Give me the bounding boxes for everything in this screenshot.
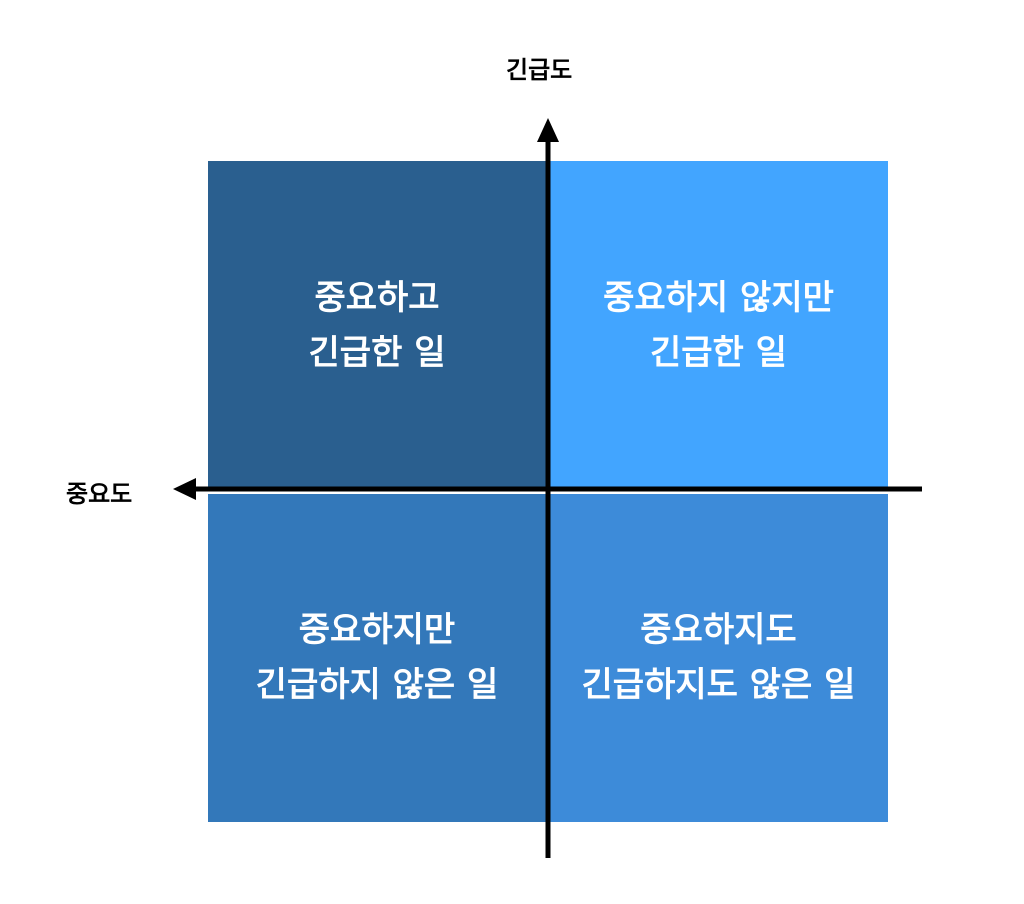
quadrant-top-left: 중요하고 긴급한 일 — [208, 161, 546, 491]
quadrant-top-right-label: 중요하지 않지만 긴급한 일 — [603, 278, 834, 373]
horizontal-axis-arrow — [173, 478, 196, 500]
quadrant-top-right: 중요하지 않지만 긴급한 일 — [549, 161, 888, 491]
quadrant-bottom-right: 중요하지도 긴급하지도 않은 일 — [549, 494, 888, 822]
quadrant-top-left-label: 중요하고 긴급한 일 — [308, 278, 446, 373]
vertical-axis-arrow — [537, 118, 559, 142]
urgency-axis-label: 긴급도 — [506, 56, 573, 84]
quadrant-bottom-left-label: 중요하지만 긴급하지 않은 일 — [255, 610, 499, 705]
quadrant-bottom-left: 중요하지만 긴급하지 않은 일 — [208, 494, 546, 822]
importance-axis-label: 중요도 — [66, 480, 133, 508]
quadrant-bottom-right-label: 중요하지도 긴급하지도 않은 일 — [581, 610, 856, 705]
